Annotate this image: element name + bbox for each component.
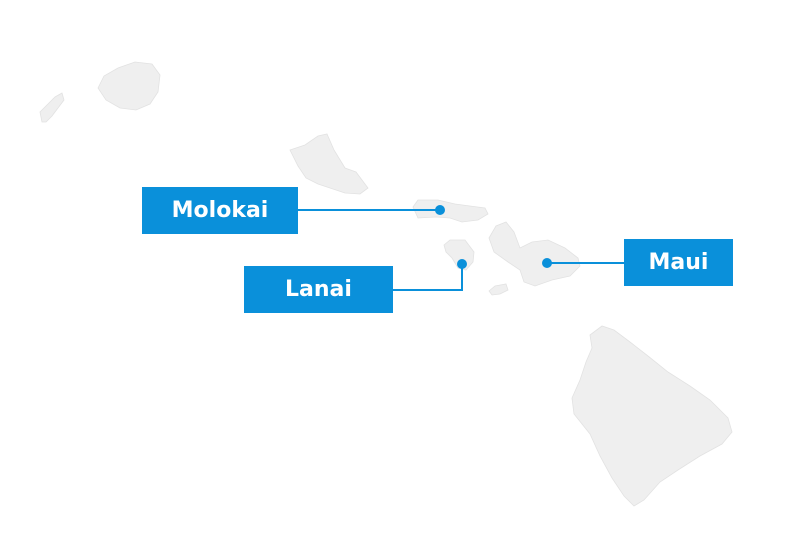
maui-marker[interactable]	[542, 258, 552, 268]
molokai-label[interactable]: Molokai	[142, 187, 298, 234]
maui-label[interactable]: Maui	[624, 239, 733, 286]
island-kauai	[97, 61, 161, 111]
island-niihau	[39, 92, 65, 123]
lanai-label[interactable]: Lanai	[244, 266, 393, 313]
island-kahoolawe	[488, 283, 509, 296]
island-oahu	[289, 133, 369, 195]
island-maui	[488, 221, 581, 287]
island-molokai	[412, 199, 489, 223]
lanai-leader-line	[393, 264, 463, 291]
lanai-marker[interactable]	[457, 259, 467, 269]
island-hawaii	[571, 325, 733, 507]
molokai-marker[interactable]	[435, 205, 445, 215]
